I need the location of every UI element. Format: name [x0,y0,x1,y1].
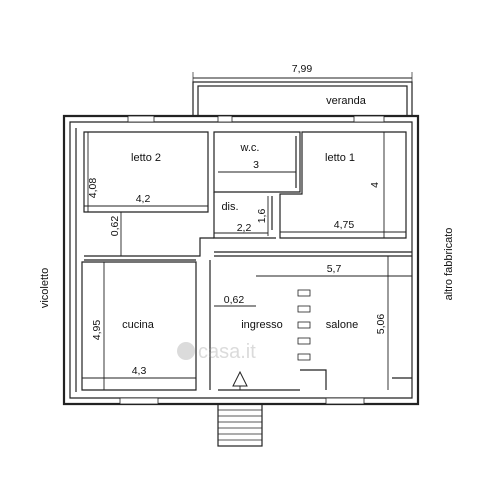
vicoletto-label: vicoletto [39,268,51,308]
ingresso-label: ingresso [241,319,283,331]
dimension-lines: 4,2 4,08 0,62 3 4 4,75 1,6 2,2 5,7 0,62 … [82,132,412,390]
letto2-width: 4,2 [136,193,151,205]
dis-width: 2,2 [237,222,252,234]
context-labels: vicoletto altro fabbricato [39,228,455,309]
entrance-steps [217,403,263,447]
cucina-height: 4,95 [91,320,103,341]
altro-fabbricato-label: altro fabbricato [443,228,455,301]
entry-arrow-icon [232,370,248,390]
salone-label: salone [326,319,358,331]
letto2-height: 4,08 [87,178,99,199]
letto1-height: 4 [369,182,381,188]
wc-width: 3 [253,159,259,171]
letto1-width: 4,75 [334,219,355,231]
dis-label: dis. [221,201,238,213]
cucina-label: cucina [122,319,155,331]
letto1-label: letto 1 [325,152,355,164]
veranda-label: veranda [326,95,367,107]
bottom-windows [119,397,365,405]
cucina-width: 4,3 [132,365,147,377]
outer-walls [62,114,420,406]
wc-label: w.c. [240,142,260,154]
dis-small: 1,6 [256,209,268,224]
watermark: casa.it [177,341,256,363]
salone-width: 5,7 [327,263,342,275]
ingresso-width: 0,62 [224,294,245,306]
veranda-dimension: 7,99 [192,63,413,84]
interior-walls [81,131,412,391]
top-width-label: 7,99 [292,63,313,75]
top-windows [127,115,385,123]
room-labels: letto 2 w.c. letto 1 dis. cucina ingress… [122,142,358,331]
salone-height: 5,06 [375,314,387,335]
dis-height: 0,62 [109,216,121,237]
veranda: veranda [192,81,413,117]
watermark-text: casa.it [198,341,256,363]
letto2-label: letto 2 [131,152,161,164]
